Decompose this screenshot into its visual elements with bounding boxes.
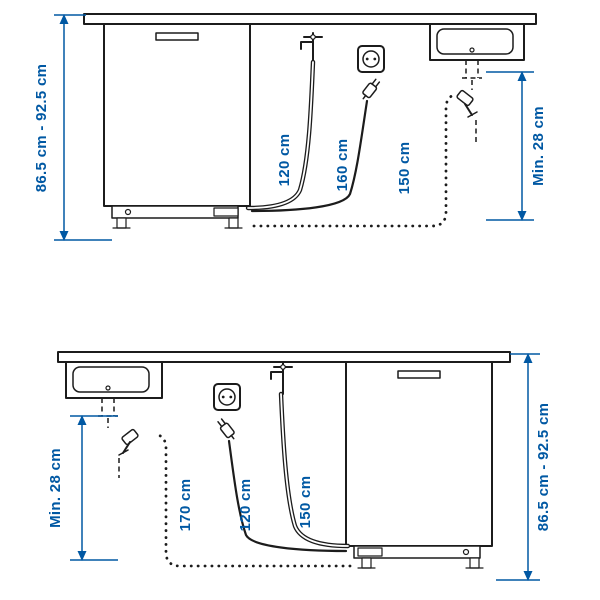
- drain-trap-icon: [118, 428, 139, 478]
- dishwasher: [345, 361, 493, 569]
- connection-box: [213, 207, 239, 217]
- drain-hose: [252, 92, 458, 228]
- countertop: [57, 351, 511, 363]
- power-socket-icon: [357, 45, 385, 73]
- bottom-diagram: Min. 28 cm 86.5 cm - 92.5 cm 170 cm 120 …: [47, 351, 552, 581]
- door-handle: [155, 32, 199, 41]
- drain-hose: [154, 432, 352, 568]
- power-cable-label: 120 cm: [237, 479, 254, 532]
- faucet-icon: [270, 362, 293, 395]
- foot: [228, 217, 239, 229]
- drain-hose-label: 170 cm: [177, 479, 194, 532]
- dimension-height-range: 86.5 cm - 92.5 cm: [33, 14, 112, 241]
- sink: [65, 361, 163, 428]
- plinth: [353, 545, 481, 559]
- power-plug-icon: [217, 418, 235, 440]
- water-hose: [278, 391, 351, 549]
- power-socket-icon: [213, 383, 241, 411]
- connection-box: [357, 547, 383, 557]
- dimension-height-range: 86.5 cm - 92.5 cm: [496, 353, 552, 581]
- water-hose-label: 120 cm: [276, 134, 293, 187]
- drain-hose-label: 150 cm: [396, 142, 413, 195]
- power-cable: [250, 99, 369, 213]
- foot: [469, 557, 480, 569]
- sink: [429, 23, 525, 90]
- countertop: [83, 13, 537, 25]
- height-range-label: 86.5 cm - 92.5 cm: [535, 403, 552, 532]
- door-handle: [397, 370, 441, 379]
- dimension-min-clearance: Min. 28 cm: [47, 415, 118, 561]
- dishwasher: [103, 23, 251, 229]
- faucet-icon: [300, 32, 323, 63]
- drain-trap-icon: [456, 89, 478, 142]
- power-plug-icon: [362, 78, 381, 100]
- top-diagram: 86.5 cm - 92.5 cm Min. 28 cm 120 cm 160 …: [33, 13, 547, 241]
- power-cable: [227, 439, 348, 553]
- foot: [361, 557, 372, 569]
- foot: [116, 217, 127, 229]
- min-clearance-label: Min. 28 cm: [530, 106, 547, 186]
- height-range-label: 86.5 cm - 92.5 cm: [33, 64, 50, 193]
- min-clearance-label: Min. 28 cm: [47, 448, 64, 528]
- water-hose-label: 150 cm: [297, 476, 314, 529]
- power-cable-label: 160 cm: [334, 139, 351, 192]
- dimension-min-clearance: Min. 28 cm: [486, 71, 547, 221]
